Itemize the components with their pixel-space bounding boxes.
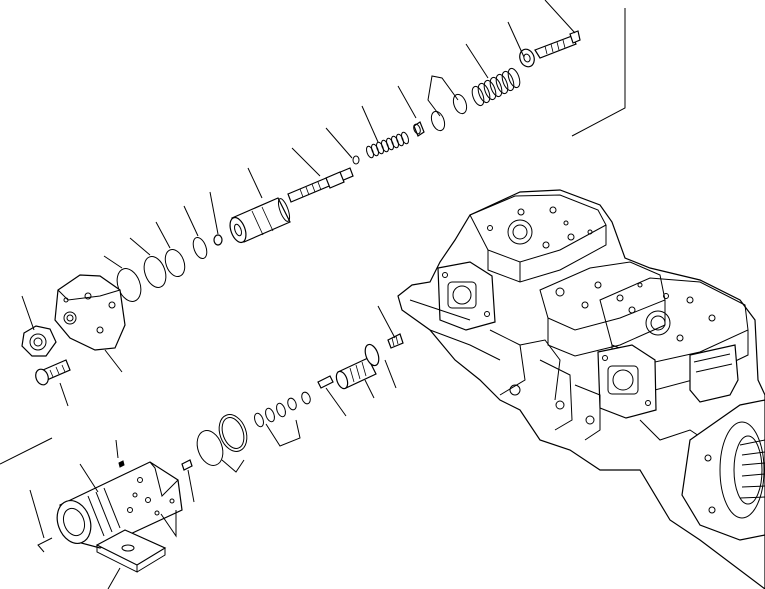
upper-parts-row	[22, 31, 580, 387]
leader-lines	[0, 0, 625, 589]
spool	[288, 168, 353, 202]
sleeve	[227, 197, 292, 244]
pump-assembly	[398, 190, 765, 589]
small-spring	[365, 131, 410, 158]
piston	[334, 343, 381, 391]
lower-parts-row	[51, 334, 403, 572]
valve-body	[51, 462, 182, 548]
flange-block	[55, 275, 125, 350]
large-spring	[470, 67, 522, 107]
